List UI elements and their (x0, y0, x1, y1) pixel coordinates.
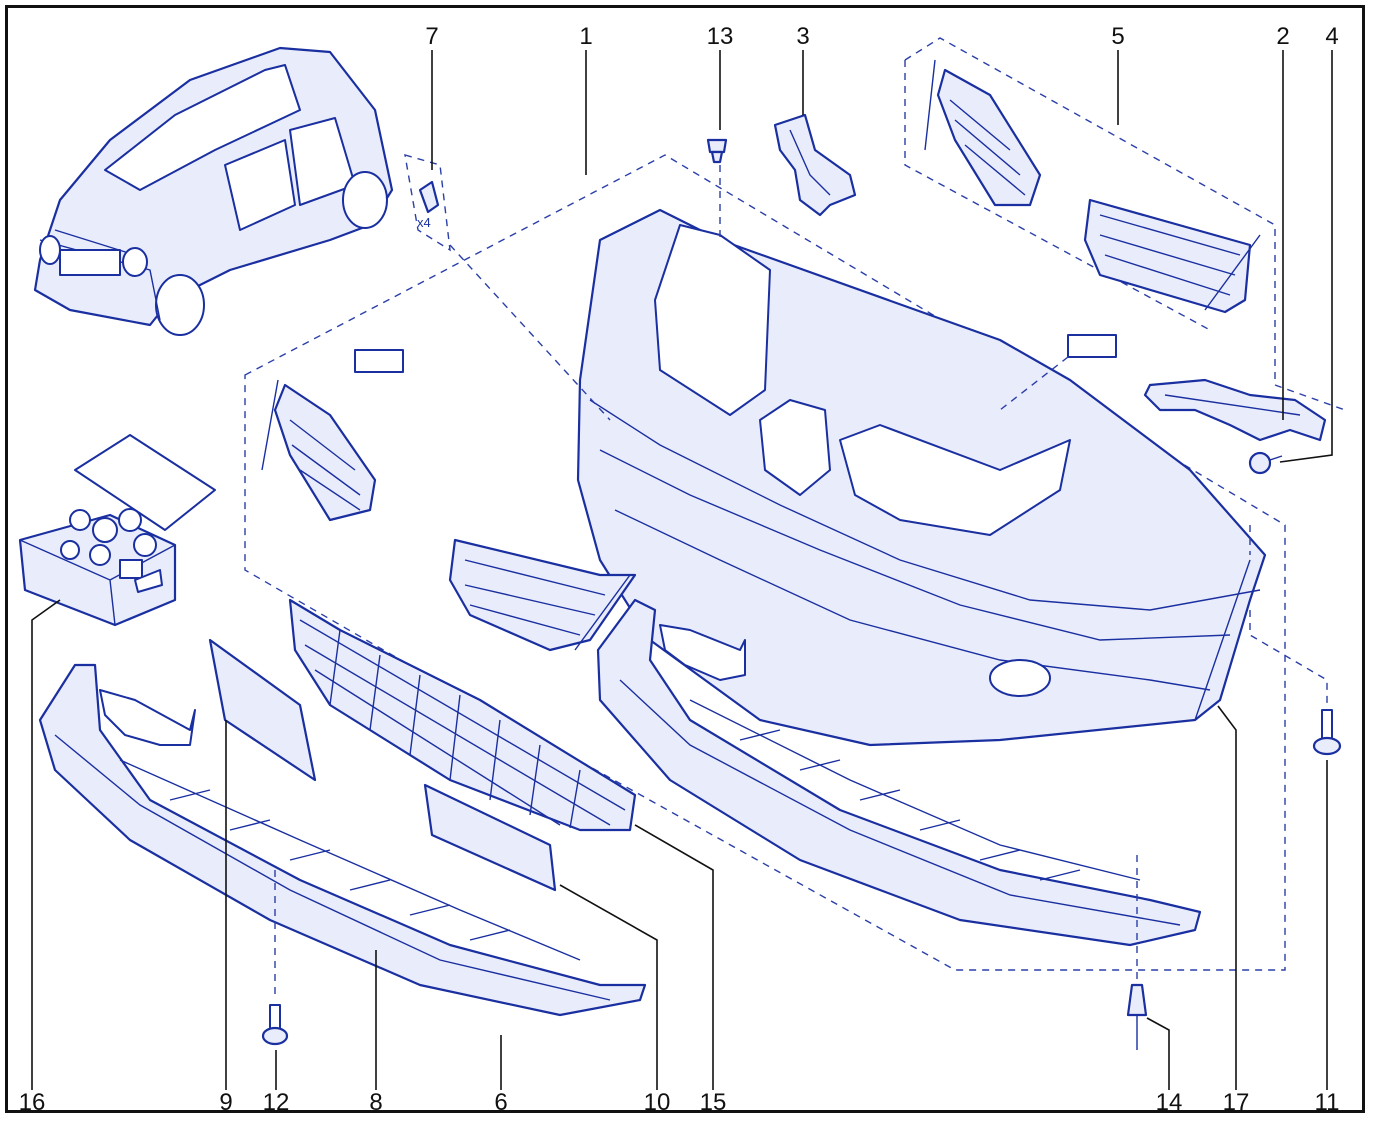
callout-13: 13 (707, 23, 734, 50)
grille-set-left (261, 379, 637, 652)
callout-numbers: 7 1 13 3 5 2 4 16 9 12 8 6 10 15 14 17 1… (19, 23, 1340, 1116)
callout-12: 12 (263, 1089, 290, 1116)
callout-17: 17 (1223, 1089, 1250, 1116)
front-bumper-1 (576, 208, 1267, 747)
label-stickers (354, 334, 1117, 411)
assembly-line-7 (449, 244, 611, 421)
vehicle-illustration (33, 46, 394, 336)
plate-bracket-10 (423, 783, 557, 892)
callout-3: 3 (796, 23, 809, 50)
leader-lines (31, 50, 1333, 1090)
bracket-2 (1143, 378, 1327, 442)
bracket-3 (773, 113, 857, 217)
clip-13 (706, 138, 728, 164)
callout-15: 15 (700, 1089, 727, 1116)
callout-8: 8 (369, 1089, 382, 1116)
callout-2: 2 (1276, 23, 1289, 50)
fastener-clip-7: x4 (404, 154, 451, 252)
callout-1: 1 (579, 23, 592, 50)
pin-14 (1126, 855, 1148, 1050)
lower-spoiler-left (38, 663, 647, 1017)
callout-16: 16 (19, 1089, 46, 1116)
callout-9: 9 (219, 1089, 232, 1116)
callout-10: 10 (644, 1089, 671, 1116)
plate-bracket-9 (208, 638, 317, 782)
bolt-11 (1249, 610, 1342, 756)
callout-5: 5 (1111, 23, 1124, 50)
quantity-label: x4 (417, 215, 431, 230)
screw-4 (1248, 451, 1283, 475)
callout-7: 7 (425, 23, 438, 50)
parts-box-16 (18, 434, 216, 627)
mesh-grille-15 (288, 598, 637, 832)
callout-11: 11 (1315, 1089, 1340, 1116)
lower-spoiler-right (596, 598, 1202, 947)
grille-set-5 (904, 37, 1276, 385)
callout-14: 14 (1156, 1089, 1183, 1116)
callout-6: 6 (494, 1089, 507, 1116)
callout-4: 4 (1325, 23, 1338, 50)
bolt-12 (261, 870, 289, 1046)
